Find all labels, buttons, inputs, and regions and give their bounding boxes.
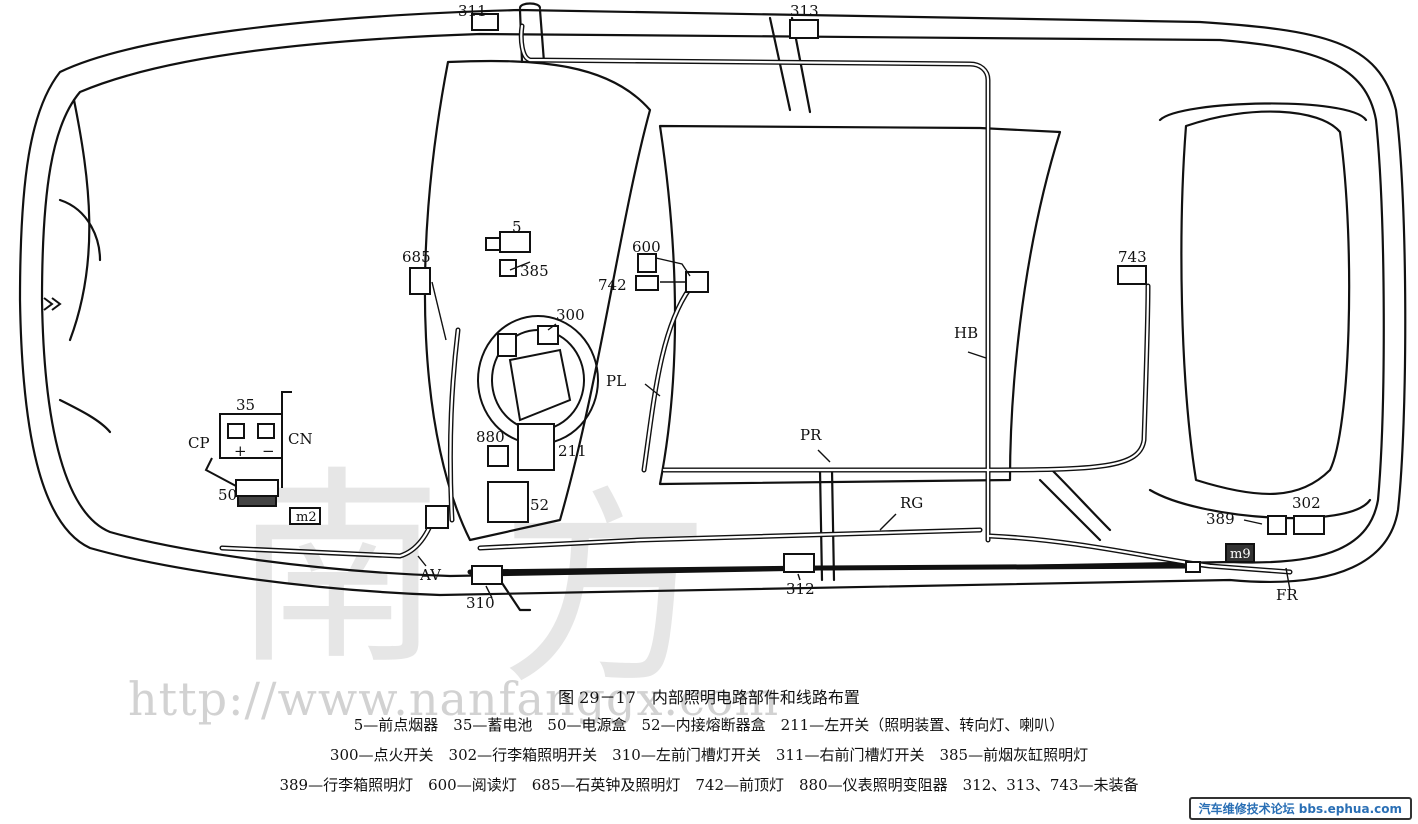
figure-caption-title: 图 29－17 内部照明电路部件和线路布置 [558,688,860,707]
rear-dome-743 [1117,265,1147,285]
car-body-inner [40,32,1385,578]
label-310: 310 [466,594,495,612]
windshield [423,59,652,542]
figure-legend-line-1: 5—前点烟器 35—蓄电池 50—电源盒 52—内接熔断器盒 211—左开关（照… [353,716,1065,734]
label-311: 311 [458,2,487,20]
reading-lamp-600 [637,253,657,273]
figure-legend-line-3: 389—行李箱照明灯 600—阅读灯 685—石英钟及照明灯 742—前顶灯 8… [279,776,1139,794]
door-switch-310 [471,565,503,585]
label-rg: RG [900,494,923,512]
label-m9: m9 [1230,547,1251,562]
label-cn: CN [288,430,313,448]
harness-hb [518,23,991,543]
label-211: 211 [558,442,587,460]
label-fr: FR [1276,586,1298,604]
label-pr: PR [800,426,822,444]
label-hb: HB [954,324,978,342]
label-742: 742 [598,276,627,294]
label-cp: CP [188,434,210,452]
label-300: 300 [556,306,585,324]
label-5: 5 [512,218,522,236]
front-dome-742 [635,275,659,291]
junction-av [425,505,449,529]
label-312: 312 [786,580,815,598]
label-av: AV [419,566,442,584]
harness-rear-door [467,563,1193,575]
rheostat-880 [487,445,509,467]
fuse-box-52 [487,481,529,523]
rear-window [1180,110,1351,496]
trunk-lamp-389 [1267,515,1287,535]
door-switch-311 [471,13,499,31]
ignition-300 [537,325,559,345]
battery-minus: − [262,442,275,460]
label-302: 302 [1292,494,1321,512]
door-switch-313 [789,19,819,39]
label-m2: m2 [296,510,317,525]
label-50: 50 [218,486,237,504]
label-313: 313 [790,2,819,20]
battery-plus: + [234,442,247,460]
clock-685 [409,267,431,295]
brand-chevron-icon [43,297,62,311]
forum-badge: 汽车维修技术论坛 bbs.ephua.com [1188,797,1412,820]
trunk-switch-302 [1293,515,1325,535]
left-switch-211 [517,423,555,471]
connector-m2 [289,507,321,525]
figure-legend-line-2: 300—点火开关 302—行李箱照明开关 310—左前门槽灯开关 311—右前门… [329,746,1089,764]
label-52: 52 [530,496,549,514]
harness-pr [661,283,1151,473]
label-35: 35 [236,396,255,414]
label-685: 685 [402,248,431,266]
label-385: 385 [520,262,549,280]
label-600: 600 [632,238,661,256]
roof-panel [658,124,1062,486]
power-box-50 [235,479,279,507]
label-389: 389 [1206,510,1235,528]
connector-m9 [1225,543,1255,563]
label-pl: PL [606,372,626,390]
label-743: 743 [1118,248,1147,266]
door-switch-312 [783,553,815,573]
battery-35 [204,391,292,488]
label-880: 880 [476,428,505,446]
